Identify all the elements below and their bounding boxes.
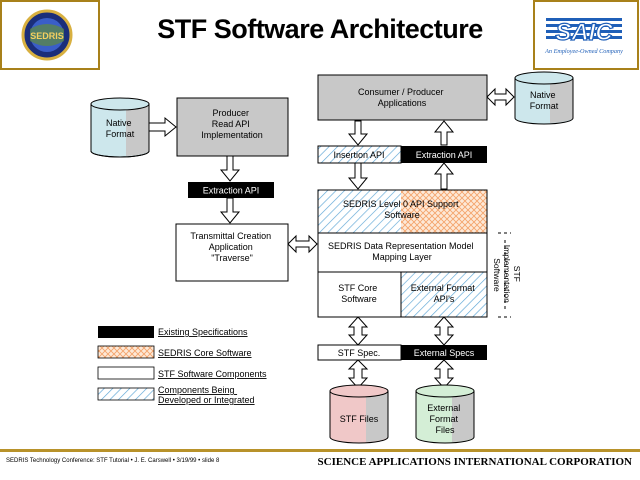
- native-left-line1: Native: [106, 118, 132, 128]
- svg-text:SEDRIS Level 0 API Support: SEDRIS Level 0 API Support Software: [343, 199, 461, 220]
- legend: Existing Specifications SEDRIS Core Soft…: [97, 326, 267, 405]
- svg-text:External Format API's: External Format API's: [411, 283, 478, 304]
- seal-text: SEDRIS: [30, 31, 64, 41]
- legend-label-developing-2: Developed or Integrated: [158, 395, 255, 405]
- consumer-producer-box: [317, 74, 488, 121]
- native-format-right-cylinder: Native Format: [514, 71, 574, 125]
- legend-label-existing: Existing Specifications: [158, 327, 248, 337]
- producer-line2: Read API: [212, 119, 250, 129]
- svg-text:SEDRIS Data Representation Mod: SEDRIS Data Representation Model Mapping…: [328, 241, 476, 262]
- level0-line2: Software: [384, 210, 420, 220]
- transmittal-line4: "Traverse": [211, 253, 253, 263]
- arrow-level0-to-extraction: [433, 162, 455, 190]
- native-left-line2: Format: [106, 129, 135, 139]
- svg-text:Consumer / Producer Appl: Consumer / Producer Applications: [358, 87, 446, 108]
- saic-tagline: An Employee-Owned Company: [544, 48, 623, 55]
- transmittal-box: [175, 223, 289, 282]
- arrow-transmittal-drm: [287, 234, 318, 254]
- arrow-producer-to-extraction: [219, 155, 241, 182]
- svg-text:STF Implementation: STF Implementation Software: [492, 245, 522, 306]
- arrow-stfspec-stffiles: [347, 359, 369, 389]
- svg-text:Native Format: Native Format: [530, 90, 559, 111]
- sedris-level0-diag-fill: [318, 190, 401, 233]
- legend-swatch-stf: [97, 366, 155, 380]
- extraction-api-right-label: Extraction API: [416, 150, 473, 160]
- consumer-line1: Consumer / Producer: [358, 87, 444, 97]
- impl-label-line3: Software: [492, 258, 502, 292]
- sedris-seal-icon: SEDRIS: [21, 9, 73, 61]
- svg-text:External Format: External Format Files: [427, 403, 463, 435]
- arrow-extapi-extspecs: [433, 316, 455, 346]
- arrow-native-to-producer: [147, 116, 177, 138]
- extraction-api-left-box: [188, 182, 274, 198]
- stf-files-label: STF Files: [340, 414, 379, 424]
- footer-rule: [0, 449, 640, 452]
- extapi-line2: API's: [434, 294, 455, 304]
- arrow-consumer-to-insertion: [347, 120, 369, 146]
- legend-label-core: SEDRIS Core Software: [158, 348, 252, 358]
- stf-core-line1: STF Core: [338, 283, 377, 293]
- level0-line1: SEDRIS Level 0 API Support: [343, 199, 459, 209]
- svg-text:Transmittal Creation App: Transmittal Creation Application "Traver…: [190, 231, 273, 263]
- stf-core-box: [317, 271, 402, 318]
- svg-text:Native Format: Native Format: [106, 118, 135, 139]
- drm-line2: Mapping Layer: [372, 252, 432, 262]
- producer-line1: Producer: [212, 108, 249, 118]
- transmittal-line2: Application: [209, 242, 253, 252]
- extraction-api-left-label: Extraction API: [203, 186, 260, 196]
- extapi-line1: External Format: [411, 283, 476, 293]
- footer-company: SCIENCE APPLICATIONS INTERNATIONAL CORPO…: [317, 456, 632, 468]
- footer-citation: SEDRIS Technology Conference: STF Tutori…: [6, 458, 220, 464]
- stf-files-cylinder: STF Files: [329, 384, 389, 444]
- sedris-level0-cross-fill: [401, 190, 487, 233]
- legend-label-stf: STF Software Components: [158, 369, 267, 379]
- impl-label-line2: Implementation: [502, 245, 512, 303]
- native-right-line2: Format: [530, 101, 559, 111]
- stf-spec-label: STF Spec.: [338, 348, 381, 358]
- svg-text:Components Being Devel: Components Being Developed or Integrated: [158, 385, 255, 405]
- extraction-api-right-box: [401, 146, 487, 163]
- producer-read-api-box: [176, 97, 289, 157]
- native-format-left-cylinder: Native Format: [90, 97, 150, 158]
- drm-line1: SEDRIS Data Representation Model: [328, 241, 474, 251]
- arrow-extraction-to-consumer: [433, 120, 455, 146]
- arrow-stfcore-stfspec: [347, 316, 369, 346]
- external-specs-label: External Specs: [414, 348, 475, 358]
- impl-label-line1: STF: [512, 266, 522, 282]
- legend-swatch-developing: [97, 387, 155, 401]
- external-format-apis-box: [400, 271, 488, 318]
- consumer-line2: Applications: [378, 98, 427, 108]
- stf-core-line2: Software: [341, 294, 377, 304]
- arrow-consumer-native: [486, 87, 515, 107]
- svg-text:Producer Read API: Producer Read API Implementation: [201, 108, 263, 140]
- producer-line3: Implementation: [201, 130, 263, 140]
- saic-logo: SAIC An Employee-Owned Company: [544, 18, 623, 55]
- arrow-extraction-to-transmittal: [219, 197, 241, 224]
- impl-bracket: [498, 232, 511, 318]
- external-specs-box: [401, 345, 487, 360]
- native-right-line1: Native: [530, 90, 556, 100]
- legend-label-developing-1: Components Being: [158, 385, 235, 395]
- transmittal-line1: Transmittal Creation: [190, 231, 271, 241]
- extfiles-line1: External: [427, 403, 460, 413]
- logo-frame: [533, 0, 639, 70]
- legend-swatch-core: [97, 345, 155, 359]
- external-format-files-cylinder: External Format Files: [415, 384, 475, 444]
- insertion-api-label: Insertion API: [333, 150, 384, 160]
- legend-swatch-existing: [98, 326, 154, 338]
- extfiles-line3: Files: [435, 425, 455, 435]
- arrow-extspecs-extfiles: [433, 359, 455, 389]
- page-title: STF Software Architecture: [157, 14, 483, 44]
- svg-text:STF Core Software: STF Core Software: [338, 283, 380, 304]
- extfiles-line2: Format: [429, 414, 458, 424]
- arrow-insertion-to-level0: [347, 162, 369, 190]
- saic-logo-text: SAIC: [555, 19, 613, 46]
